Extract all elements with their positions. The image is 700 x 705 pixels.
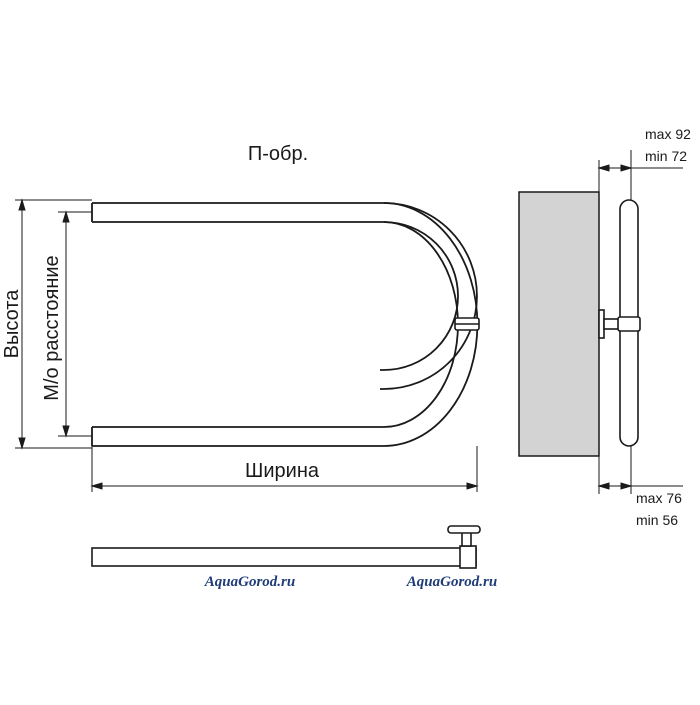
watermark-right: AquaGorod.ru (406, 574, 497, 590)
u-shaped-rail-front-view (91, 202, 478, 447)
top-view-rail (91, 525, 481, 569)
diagram-title: П-обр. (248, 143, 308, 165)
width-dimension (90, 446, 479, 492)
center-distance-label: М/о расстояние (41, 255, 63, 400)
center-distance-dimension (58, 210, 92, 438)
top-max-label: max 92 (645, 126, 691, 142)
top-min-label: min 72 (645, 148, 687, 164)
mask-wrong-segment (340, 360, 380, 400)
wall-block (518, 191, 600, 457)
height-label: Высота (1, 289, 23, 359)
middle-clamp (454, 317, 480, 331)
bottom-min-label: min 56 (636, 512, 678, 528)
watermark-left: AquaGorod.ru (204, 574, 295, 590)
width-label: Ширина (245, 460, 320, 482)
side-view-rail (598, 199, 641, 447)
side-view-dimensions (597, 150, 683, 494)
bottom-max-label: max 76 (636, 490, 682, 506)
height-dimension (15, 198, 92, 450)
